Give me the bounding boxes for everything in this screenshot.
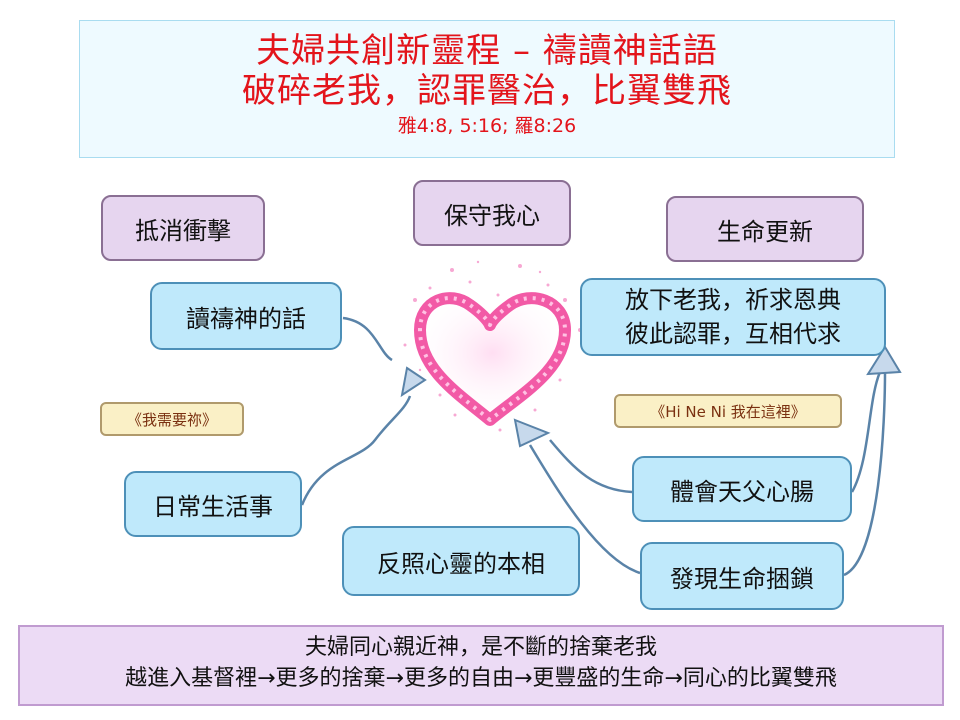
box-father-heart: 體會天父心腸 (632, 456, 852, 522)
summary-banner: 夫婦同心親近神，是不斷的捨棄老我 越進入基督裡→更多的捨棄→更多的自由→更豐盛的… (18, 625, 944, 706)
connector-daily-to-heart (300, 395, 412, 506)
arrow-into-letgo (866, 345, 902, 376)
connector-discover-to-heart (528, 444, 641, 575)
box-reflect-true-self: 反照心靈的本相 (342, 526, 580, 596)
box-resist-impact: 抵消衝擊 (101, 195, 265, 261)
connector-father-to-heart (549, 439, 633, 494)
box-read-pray-word: 讀禱神的話 (150, 282, 342, 350)
song-tag-hine-ni: 《Hi Ne Ni 我在這裡》 (614, 394, 842, 428)
box-life-renewal: 生命更新 (666, 196, 864, 262)
summary-line-1: 夫婦同心親近神，是不斷的捨棄老我 (304, 635, 657, 660)
connector-read-to-heart (342, 316, 393, 362)
title-line-1: 夫婦共創新靈程 – 禱讀神話語 (256, 31, 718, 71)
box-discover-bondage: 發現生命捆鎖 (640, 542, 844, 610)
box-daily-life: 日常生活事 (124, 471, 302, 537)
connector-father-to-letgo (850, 371, 882, 493)
title-line-2: 破碎老我，認罪醫治，比翼雙飛 (242, 71, 732, 111)
arrow-into-heart (513, 418, 551, 448)
box-let-go-of-self: 放下老我，祈求恩典 彼此認罪，互相代求 (580, 278, 886, 356)
title-banner: 夫婦共創新靈程 – 禱讀神話語 破碎老我，認罪醫治，比翼雙飛 雅4:8, 5:1… (79, 20, 895, 158)
box-guard-heart: 保守我心 (413, 180, 571, 246)
summary-line-2: 越進入基督裡→更多的捨棄→更多的自由→更豐盛的生命→同心的比翼雙飛 (125, 666, 837, 691)
scripture-reference: 雅4:8, 5:16; 羅8:26 (397, 115, 577, 137)
heart-icon (414, 292, 571, 426)
song-tag-need-you: 《我需要祢》 (100, 402, 244, 436)
arrow-read-to-heart (400, 366, 427, 398)
connector-discover-to-letgo (843, 371, 887, 577)
